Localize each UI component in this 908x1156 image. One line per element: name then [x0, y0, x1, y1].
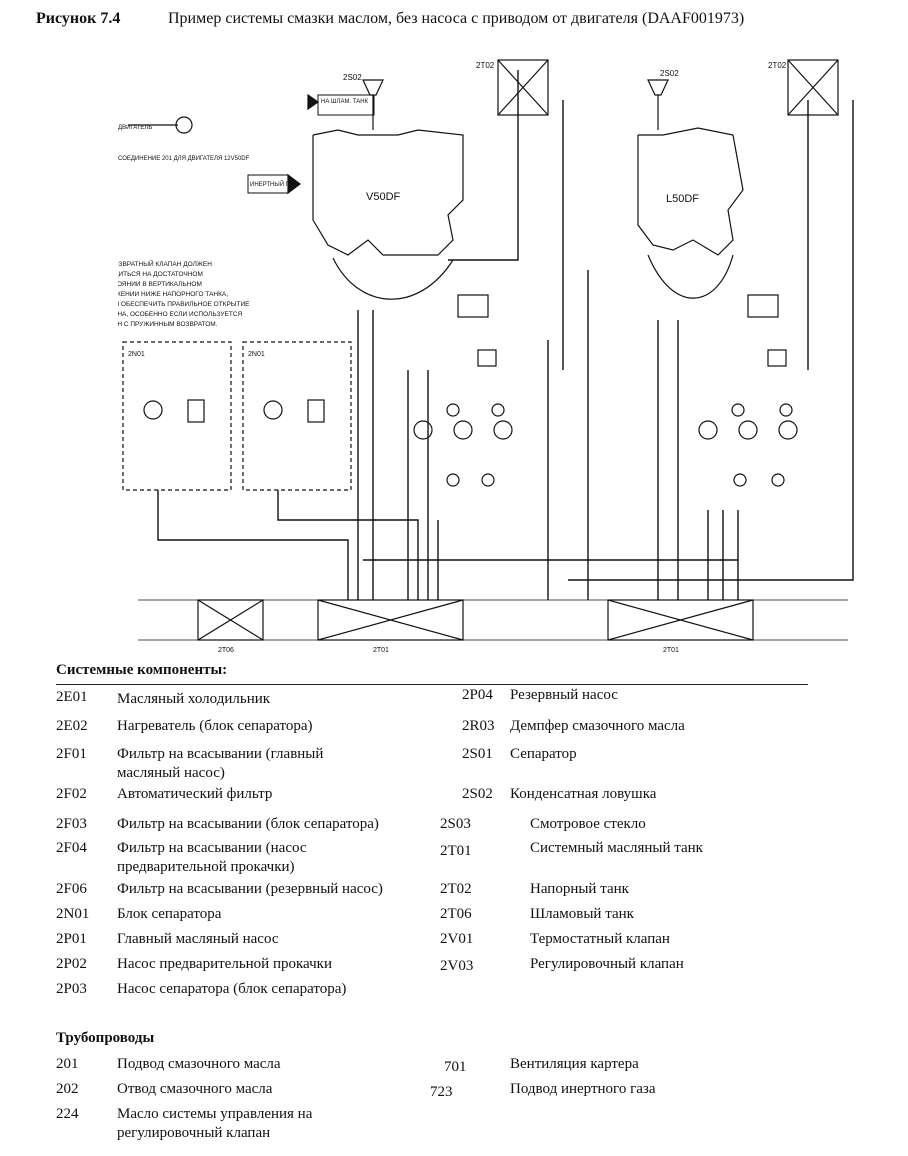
- comp-desc: Насос предварительной прокачки: [117, 956, 332, 972]
- comp-desc: Фильтр на всасывании (резервный насос): [117, 881, 383, 897]
- pipe-code: 224: [56, 1106, 79, 1122]
- comp-code: 2V01: [440, 931, 474, 947]
- svg-text:2S02: 2S02: [343, 73, 362, 82]
- comp-desc: Фильтр на всасывании (насос предваритель…: [117, 840, 307, 875]
- comp-code: 2E01: [56, 689, 88, 705]
- gravity-tank-left: 2T02: [476, 59, 549, 116]
- condensate-trap-left: 2S02: [343, 73, 384, 130]
- svg-text:2N01: 2N01: [128, 351, 145, 358]
- tank-2t01-right: 2T01: [607, 599, 754, 654]
- heading-rule: [56, 684, 808, 685]
- comp-code: 2P04: [462, 687, 493, 703]
- comp-desc: Регулировочный клапан: [530, 956, 684, 972]
- inert-gas-arrow-left: ИНЕРТНЫЙ ГАЗ: [247, 173, 301, 195]
- comp-desc: Смотровое стекло: [530, 816, 646, 832]
- separator-unit-2: 2N01: [242, 341, 352, 491]
- comp-code: 2T02: [440, 881, 472, 897]
- valve-note: * НЕВОЗВРАТНЫЙ КЛАПАН ДОЛЖЕН НАХОДИТЬСЯ …: [118, 259, 251, 328]
- figure-number: Рисунок 7.4: [36, 10, 121, 27]
- comp-code: 2S01: [462, 746, 493, 762]
- pipe-desc: Вентиляция картера: [510, 1056, 639, 1072]
- comp-desc: Блок сепаратора: [117, 906, 222, 922]
- tag-2t02-left: 2T02: [476, 61, 495, 70]
- sludge-tank-arrow: НА ШЛАМ. ТАНК: [307, 93, 375, 116]
- engine-right-label: L50DF: [666, 193, 699, 205]
- engine-v50df: V50DF: [312, 129, 464, 300]
- pipe-desc: Подвод инертного газа: [510, 1081, 656, 1097]
- pipe-desc: Отвод смазочного масла: [117, 1081, 273, 1097]
- pipes-heading: Трубопроводы: [56, 1030, 155, 1046]
- components-heading: Системные компоненты:: [56, 662, 228, 678]
- comp-desc: Напорный танк: [530, 881, 629, 897]
- comp-desc: Демпфер смазочного масла: [510, 718, 685, 734]
- svg-text:2S02: 2S02: [660, 69, 679, 78]
- condensate-trap-right: 2S02: [647, 69, 679, 130]
- comp-desc: Системный масляный танк: [530, 840, 703, 856]
- comp-code: 2N01: [56, 906, 90, 922]
- gravity-tank-right: 2T02: [768, 59, 839, 116]
- engine-left-label: V50DF: [366, 191, 401, 203]
- comp-code: 2T06: [440, 906, 472, 922]
- comp-code: 2F03: [56, 816, 87, 832]
- pipe-desc: Подвод смазочного масла: [117, 1056, 281, 1072]
- tank-2t06: 2T06: [197, 599, 264, 654]
- figure-title: Рисунок 7.4 Пример системы смазки маслом…: [36, 10, 744, 28]
- connection-note: СОЕДИНЕНИЕ 201 ДЛЯ ДВИГАТЕЛЯ 12V50DF: [118, 156, 250, 162]
- tag-2t02-right: 2T02: [768, 61, 787, 70]
- comp-code: 2F06: [56, 881, 87, 897]
- comp-code: 2E02: [56, 718, 88, 734]
- comp-code: 2P01: [56, 931, 87, 947]
- comp-code: 2P03: [56, 981, 87, 997]
- comp-desc: Фильтр на всасывании (главный масляный н…: [117, 746, 324, 781]
- svg-text:2T01: 2T01: [663, 647, 679, 654]
- comp-desc: Автоматический фильтр: [117, 786, 273, 802]
- svg-text:2T06: 2T06: [218, 647, 234, 654]
- comp-code: 2F02: [56, 786, 87, 802]
- pump-group-right: [698, 294, 798, 487]
- comp-code: 2R03: [462, 718, 495, 734]
- comp-code: 2T01: [440, 843, 472, 859]
- comp-desc: Фильтр на всасывании (блок сепаратора): [117, 816, 379, 832]
- comp-desc: Термостатный клапан: [530, 931, 670, 947]
- engine-connection: ДВИГАТЕЛЬ СОЕДИНЕНИЕ 201 ДЛЯ ДВИГАТЕЛЯ 1…: [118, 116, 250, 162]
- tank-2t01-left: 2T01: [317, 599, 464, 654]
- lube-oil-system-diagram: V50DF L50DF 2T02 2T02 2S02 2S02 НА ШЛАМ.…: [118, 59, 854, 654]
- comp-desc: Шламовый танк: [530, 906, 634, 922]
- pipe-code: 701: [444, 1059, 467, 1075]
- pump-group-left: [413, 294, 513, 487]
- engine-l50df: L50DF: [637, 127, 744, 299]
- comp-desc: Конденсатная ловушка: [510, 786, 657, 802]
- pipe-desc: Масло системы управления на регулировочн…: [117, 1106, 313, 1141]
- svg-text:2T01: 2T01: [373, 647, 389, 654]
- comp-desc: Главный масляный насос: [117, 931, 279, 947]
- comp-desc: Масляный холодильник: [117, 691, 271, 707]
- sludge-tank-label: НА ШЛАМ. ТАНК: [321, 99, 369, 105]
- comp-desc: Нагреватель (блок сепаратора): [117, 718, 313, 734]
- comp-code: 2P02: [56, 956, 87, 972]
- inert-gas-label: ИНЕРТНЫЙ ГАЗ: [250, 180, 296, 188]
- comp-code: 2S03: [440, 816, 471, 832]
- comp-desc: Насос сепаратора (блок сепаратора): [117, 981, 347, 997]
- comp-code: 2F01: [56, 746, 87, 762]
- pipe-code: 723: [430, 1084, 453, 1100]
- comp-desc: Сепаратор: [510, 746, 577, 762]
- comp-desc: Резервный насос: [510, 687, 618, 703]
- figure-caption: Пример системы смазки маслом, без насоса…: [168, 10, 745, 27]
- pipe-code: 201: [56, 1056, 79, 1072]
- engine-text: ДВИГАТЕЛЬ: [118, 125, 152, 131]
- comp-code: 2V03: [440, 958, 474, 974]
- separator-unit-1: 2N01: [122, 341, 232, 491]
- comp-code: 2S02: [462, 786, 493, 802]
- pipe-code: 202: [56, 1081, 79, 1097]
- piping: [157, 70, 854, 600]
- comp-code: 2F04: [56, 840, 87, 856]
- svg-text:2N01: 2N01: [248, 351, 265, 358]
